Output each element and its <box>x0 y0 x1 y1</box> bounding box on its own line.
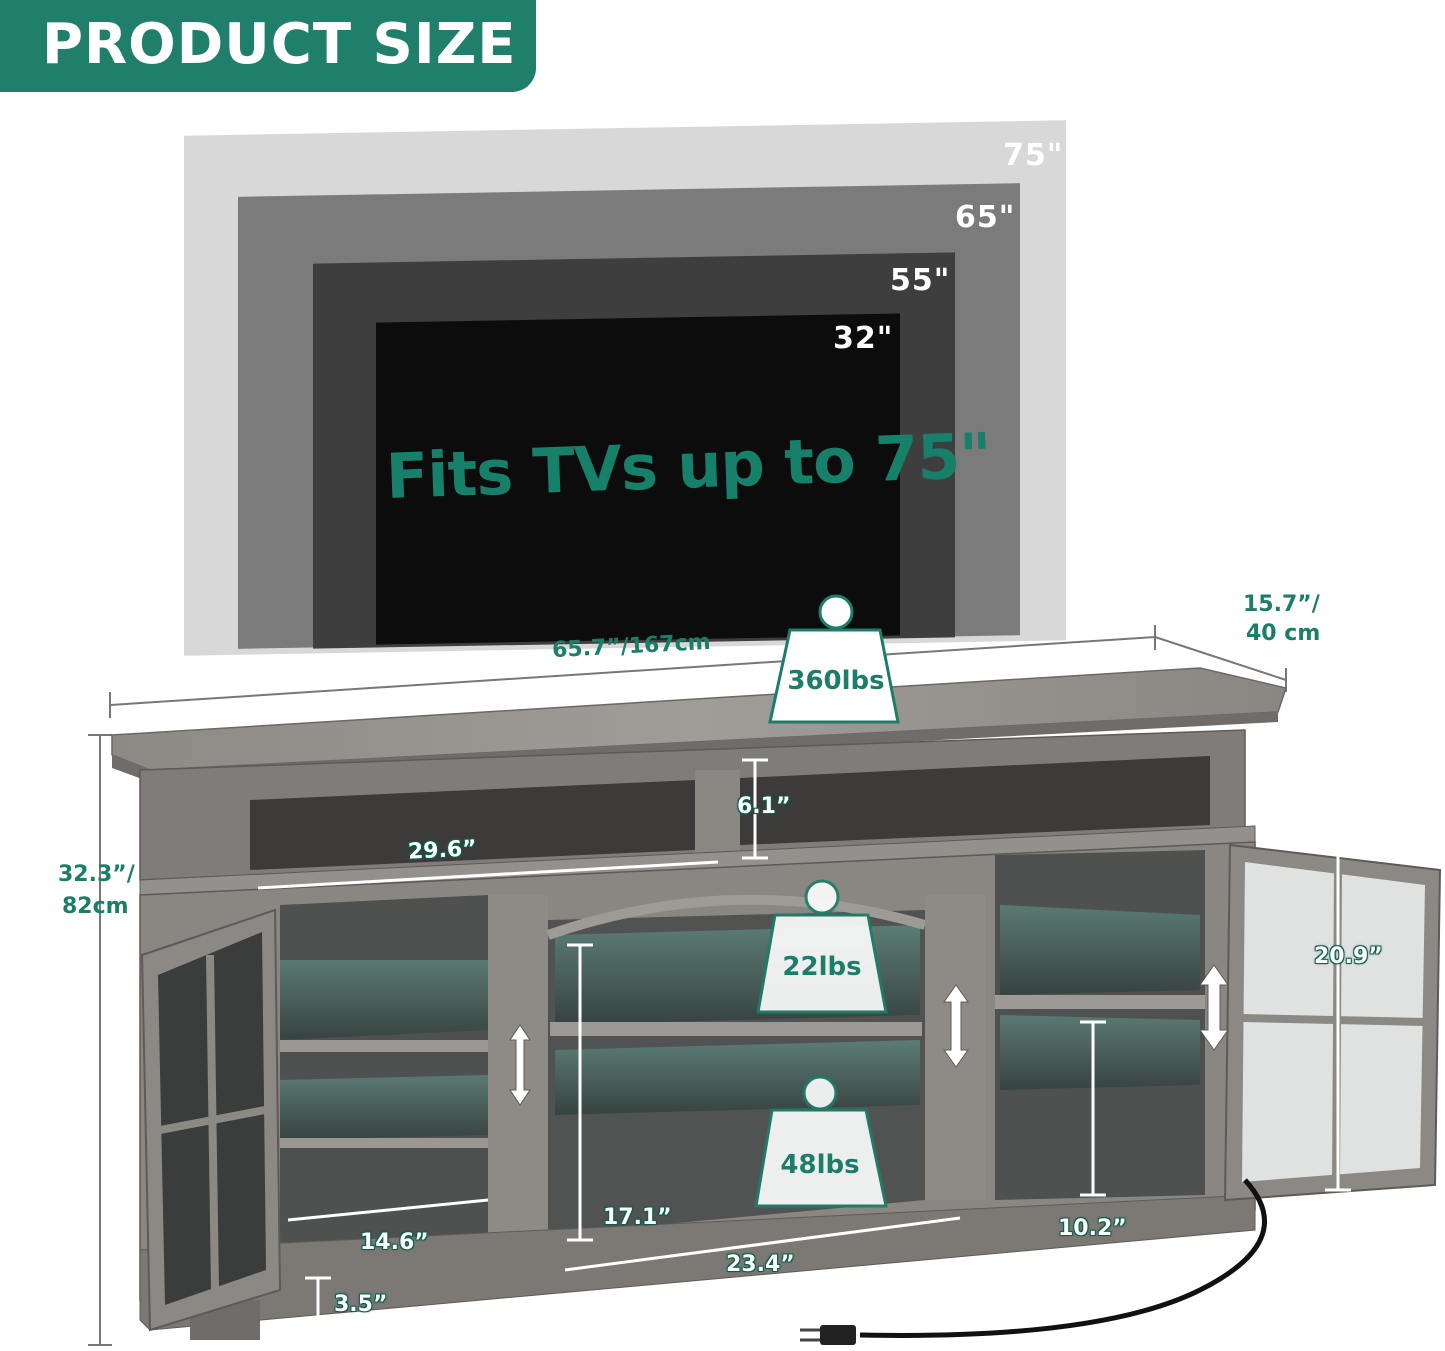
base <box>139 1194 1256 1331</box>
top-shelf-height-label: 6.1” <box>737 794 791 819</box>
banner-title: PRODUCT SIZE <box>42 12 517 77</box>
height-label-line1: 32.3”/ <box>58 862 135 887</box>
product-size-banner: PRODUCT SIZE <box>0 0 536 92</box>
height-label-line2: 82cm <box>62 894 129 919</box>
height-dimension-line <box>88 734 112 1346</box>
center-height-label: 17.1” <box>603 1205 672 1230</box>
power-cord <box>859 1178 1267 1338</box>
weight-label-middle: 22lbs <box>782 952 862 982</box>
side-cabinet-width-label: 14.6” <box>360 1230 429 1255</box>
depth-label-line2: 40 cm <box>1246 621 1321 646</box>
center-width-label: 23.4” <box>726 1252 795 1277</box>
tv-size-label-55: 55" <box>890 263 951 298</box>
weight-label-bottom: 48lbs <box>780 1150 860 1180</box>
door-height-label: 20.9” <box>1314 944 1383 969</box>
depth-label-line1: 15.7”/ <box>1243 592 1320 617</box>
tv-size-label-75: 75" <box>1003 138 1064 173</box>
adjust-arrows <box>509 964 1229 1106</box>
weight-icon-top <box>768 594 900 724</box>
weight-icon-bottom <box>754 1075 888 1208</box>
tv-size-label-32: 32" <box>833 321 894 356</box>
leg-height-label: 3.5” <box>334 1292 388 1317</box>
side-shelf-height-label: 10.2” <box>1058 1216 1127 1241</box>
inner-dimension-lines <box>257 758 1351 1340</box>
tv-size-label-65: 65" <box>955 200 1016 235</box>
left-cabinet-interior <box>280 895 488 1250</box>
weight-label-top: 360lbs <box>787 666 885 696</box>
weight-icon-middle <box>756 879 888 1014</box>
top-shelf-width-label: 29.6” <box>407 836 478 865</box>
